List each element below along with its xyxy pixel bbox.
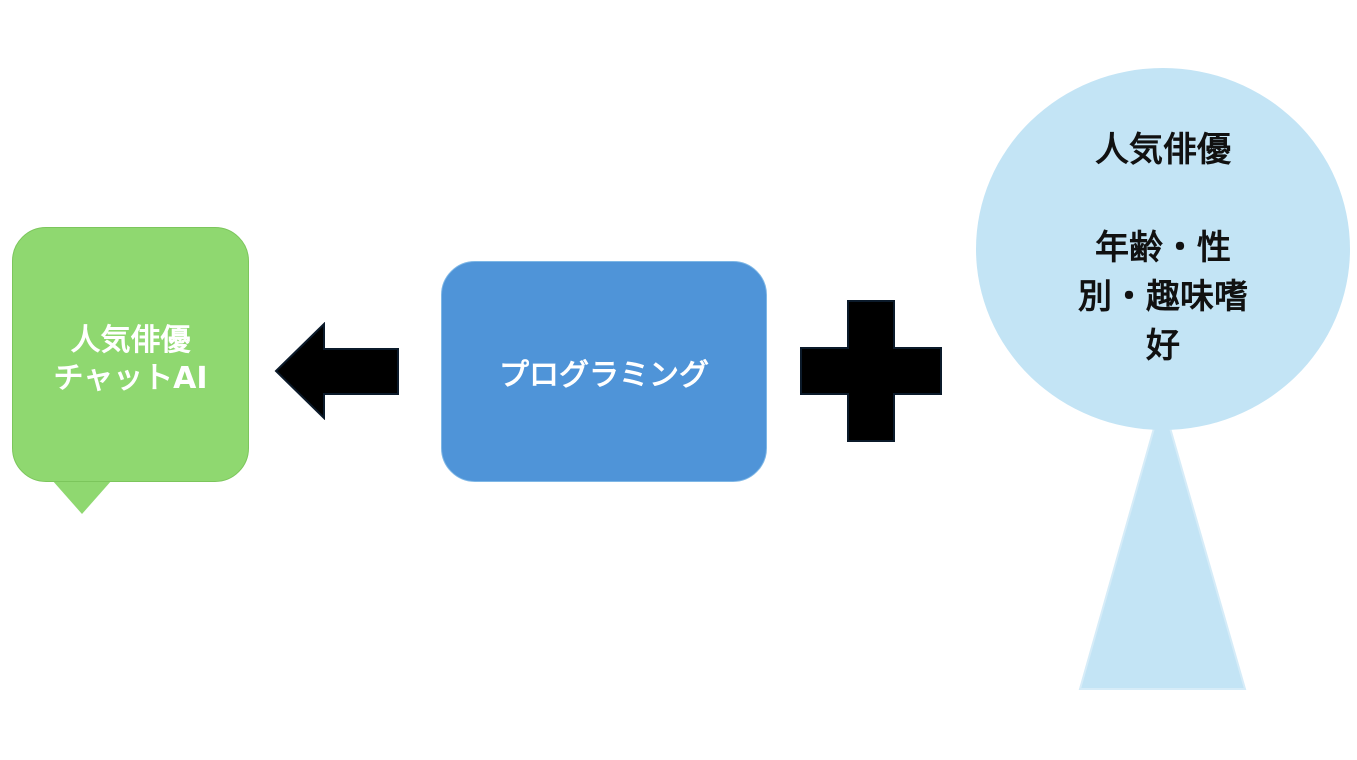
chat-ai-label: 人気俳優 チャットAI: [53, 322, 207, 398]
programming-label: プログラミング: [499, 357, 709, 393]
chat-ai-label-line2: チャットAI: [53, 360, 208, 396]
plus-icon: [800, 300, 942, 442]
speech-bubble-tail: [52, 480, 112, 514]
left-arrow-icon: [274, 322, 399, 420]
programming-box: プログラミング: [441, 261, 767, 482]
chat-ai-label-line1: 人気俳優: [70, 322, 191, 358]
person-title: 人気俳優: [1095, 130, 1231, 170]
person-attr-line2: 別・趣味嗜: [1078, 277, 1248, 317]
person-attr-line1: 年齢・性: [1095, 228, 1231, 268]
chat-ai-speech-bubble: 人気俳優 チャットAI: [12, 227, 249, 482]
person-head-circle: [976, 68, 1350, 430]
person-attr-line3: 好: [1146, 326, 1180, 366]
person-body-shape: [1078, 398, 1247, 690]
